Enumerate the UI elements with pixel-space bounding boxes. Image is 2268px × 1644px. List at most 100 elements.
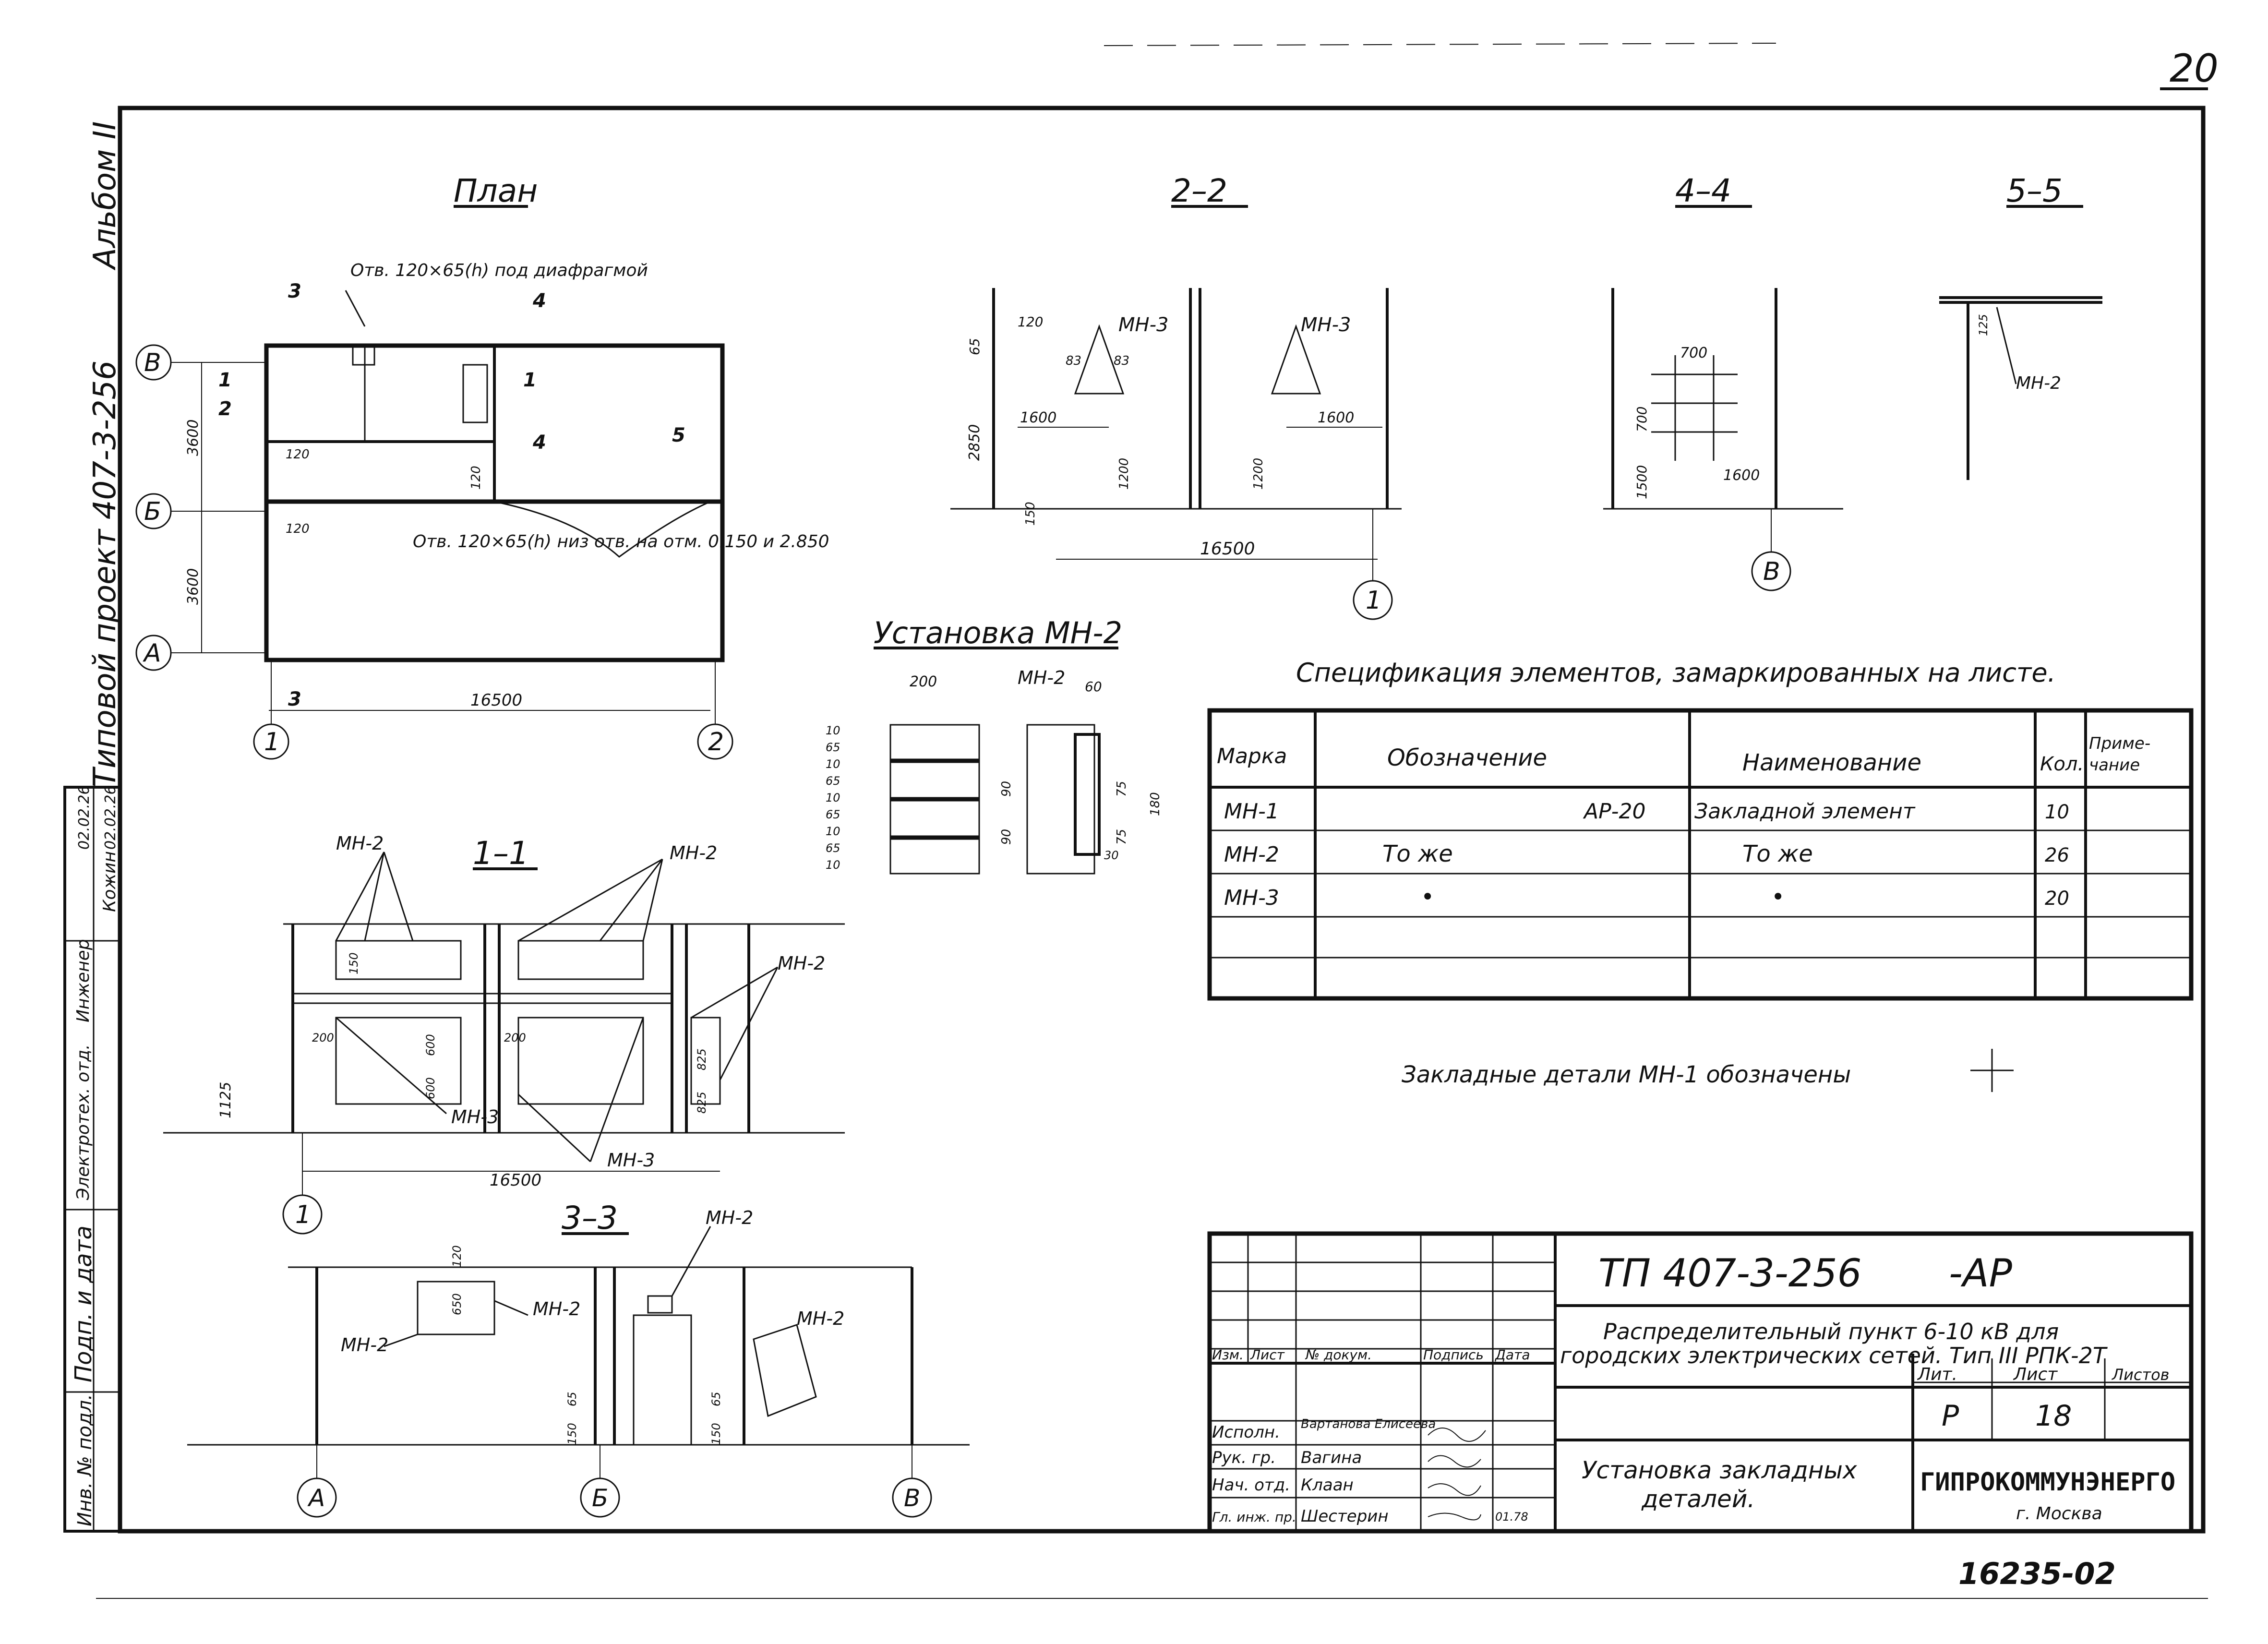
section-title: 3–3: [562, 1200, 618, 1236]
dim-text: 120: [469, 466, 483, 490]
detail-side: [1026, 724, 1095, 875]
section-2-2: 2–2 МН-3 МН-3 120 65 83 83 1600 1600 285…: [950, 172, 1402, 620]
tb-person: Вагина: [1301, 1448, 1362, 1467]
dim-text: 1600: [1020, 409, 1056, 426]
axis-label: А: [307, 1484, 325, 1512]
cell-name: То же: [1742, 840, 1813, 867]
tb-city: г. Москва: [2016, 1504, 2102, 1524]
leader-line: [336, 1017, 447, 1115]
dim-text: 200: [312, 1031, 334, 1044]
tb-role: Нач. отд.: [1212, 1476, 1290, 1495]
axis-label: А: [143, 639, 161, 668]
dim-text: 65: [826, 808, 840, 821]
cell-designation: АР-20: [1583, 799, 1646, 824]
tb-date: 01.78: [1495, 1510, 1528, 1524]
embed-plate: [647, 1295, 673, 1314]
dim-text: 3600: [185, 420, 202, 456]
dim-text: 75: [1115, 829, 1129, 845]
dim-text: 700: [1634, 407, 1650, 432]
dim-text: 125: [1977, 314, 1990, 336]
axis-bubble: [1353, 580, 1393, 620]
project-label: Типовой проект 407-3-256: [87, 360, 123, 787]
dim-text: 1200: [1251, 458, 1266, 490]
signature-mark: [1428, 1512, 1481, 1521]
section-title: 5–5: [2006, 172, 2063, 209]
axis-label: 1: [295, 1200, 311, 1229]
dim-text: 83: [1066, 354, 1081, 368]
axis-a: А: [297, 1445, 337, 1518]
cell-qty: 20: [2045, 888, 2069, 910]
cut-marker: 2: [218, 398, 232, 420]
leader-line: [384, 1333, 418, 1347]
tb-head: Подпись: [1423, 1347, 1484, 1363]
leader-line: [719, 967, 779, 1080]
dim-text: 10: [826, 858, 840, 872]
dim-text: 65: [826, 741, 840, 754]
axis-label: 1: [1366, 586, 1381, 615]
tb-role: Исполн.: [1212, 1423, 1280, 1442]
cut-marker: 4: [532, 432, 546, 454]
approval-date: 02.02.26: [76, 785, 93, 850]
tb-person: Клаан: [1301, 1476, 1354, 1495]
dim-text: 65: [709, 1392, 723, 1406]
tb-sheet-title: Установка закладных: [1582, 1456, 1857, 1484]
dim-text: 10: [826, 757, 840, 771]
mark-label: МН-2: [336, 833, 384, 854]
detail-plate: [1074, 733, 1101, 856]
title-block: Изм. Лист № докум. Подпись Дата Исполн. …: [1207, 1231, 2194, 1534]
cut-marker: 3: [288, 280, 301, 302]
approval-name: Инженер: [73, 939, 93, 1022]
cell-qty: 26: [2045, 844, 2069, 866]
mark-label: МН-2: [706, 1207, 753, 1228]
dim-text: 150: [347, 952, 360, 974]
mark-label: МН-2: [778, 953, 825, 974]
embed-panel: [335, 940, 462, 980]
spec-row: МН-1 АР-20 Закладной элемент 10: [1224, 799, 2069, 824]
dim-text: 10: [826, 724, 840, 737]
axis-col-2: 2: [697, 660, 733, 760]
axis-label: 1: [264, 728, 280, 756]
section-title: 1–1: [473, 835, 529, 872]
dim-text: 150: [1023, 502, 1038, 526]
dim-text: 30: [1104, 849, 1119, 862]
section-5-5: 5–5 МН-2 125: [1939, 172, 2102, 480]
spec-header: чание: [2089, 756, 2140, 775]
embed-panel: [690, 1017, 721, 1105]
embedded-grid: [1651, 355, 1738, 461]
leader-line: [345, 290, 366, 327]
cross-symbol: [1970, 1049, 2014, 1092]
album-label: Альбом II: [87, 121, 123, 271]
spec-header: Наименование: [1742, 749, 1921, 776]
page-number: 20: [2170, 46, 2219, 91]
cut-marker: 1: [523, 369, 537, 391]
approval-date: 02.02.26: [102, 785, 119, 850]
axis-label: 2: [708, 728, 724, 756]
cell-mark: МН-3: [1224, 886, 1279, 910]
section-title: 2–2: [1171, 172, 1227, 209]
signature-mark: [1428, 1428, 1486, 1442]
spec-header: Марка: [1217, 744, 1287, 768]
embed-panel: [517, 1017, 644, 1105]
cell-name: Закладной элемент: [1694, 799, 1916, 824]
mark-label: МН-2: [670, 842, 717, 864]
tb-head: Лист: [1250, 1347, 1285, 1363]
tb-stage-label: Лит.: [1917, 1365, 1957, 1384]
dim-text: 16500: [490, 1171, 541, 1190]
tb-sheet: 18: [2035, 1399, 2072, 1433]
dim-text: 1600: [1723, 467, 1760, 484]
signature-mark: [1428, 1483, 1481, 1496]
dim-text: 825: [695, 1048, 708, 1070]
mark-label: МН-2: [533, 1298, 580, 1320]
cut-marker: 3: [288, 688, 301, 710]
axis-row-b: Б: [135, 493, 266, 529]
mark-label: МН-2: [2016, 373, 2061, 393]
mark-label: МН-2: [797, 1308, 844, 1329]
dim-text: 3600: [185, 568, 202, 605]
section-4-4: 4–4 700 700 1500 1600 В: [1603, 172, 1843, 591]
signature-mark: [1428, 1455, 1481, 1468]
tb-org: ГИПРОКОММУНЭНЕРГО: [1920, 1468, 2175, 1497]
section-title: 4–4: [1675, 172, 1731, 209]
mark-label: МН-2: [341, 1334, 388, 1356]
tb-head: Дата: [1494, 1347, 1530, 1363]
dim-text: 65: [826, 774, 840, 788]
